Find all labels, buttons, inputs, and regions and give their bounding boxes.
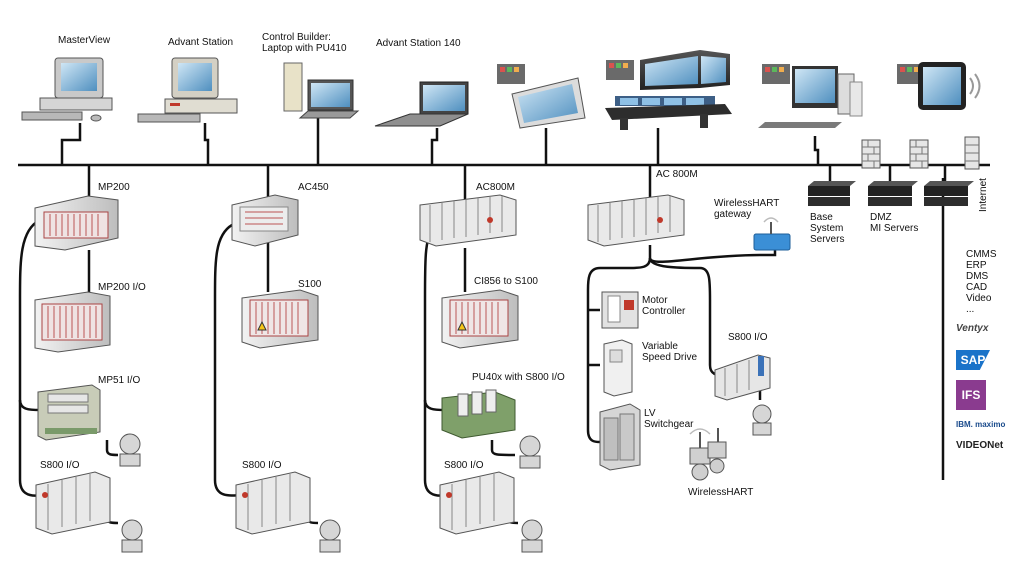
advant-station-computer-icon xyxy=(137,57,238,123)
enterprise-app-item: CMMS xyxy=(966,249,997,260)
ac800m-controller-icon xyxy=(419,194,517,247)
motor-controller-label-line2: Controller xyxy=(642,306,686,317)
ac450-label: AC450 xyxy=(298,182,329,193)
pu40x-label: PU40x with S800 I/O xyxy=(472,372,565,383)
workstation-multi-monitor-icon xyxy=(758,64,863,128)
advant-station-140-laptop-icon xyxy=(374,81,469,127)
enterprise-app-item: Video xyxy=(966,293,992,304)
ac800m-label: AC800M xyxy=(476,182,515,193)
enterprise-app-item: CAD xyxy=(966,282,988,293)
base-system-server-icon xyxy=(808,181,856,206)
ventyx-logo: Ventyx xyxy=(956,323,989,334)
s800-io-label-col4: S800 I/O xyxy=(728,332,768,343)
control-builder-label-line1: Control Builder: xyxy=(262,32,331,43)
advant-station-140-label: Advant Station 140 xyxy=(376,38,461,49)
masterview-computer-icon xyxy=(21,57,113,122)
ifs-logo: IFS xyxy=(956,380,986,410)
wirelesshart-gateway-icon xyxy=(753,217,791,251)
s100-label: S100 xyxy=(298,279,322,290)
mp51-io-label: MP51 I/O xyxy=(98,375,141,386)
s800-io-label-col3: S800 I/O xyxy=(444,460,484,471)
dmz-mi-servers-label-line2: MI Servers xyxy=(870,223,919,234)
s800-io-module-col1-icon xyxy=(35,471,111,535)
control-builder-laptop-icon xyxy=(283,62,360,119)
motor-controller-icon xyxy=(601,291,639,329)
enterprise-app-item: ERP xyxy=(966,260,987,271)
s800-io-module-col2-icon xyxy=(235,471,311,535)
mp200-io-cabinet-icon xyxy=(34,291,111,353)
s800-io-label-col2: S800 I/O xyxy=(242,460,282,471)
wirelesshart-gateway-label-line1: WirelessHART xyxy=(714,198,780,209)
ac450-cabinet-icon xyxy=(231,194,299,247)
base-system-servers-label-line3: Servers xyxy=(810,234,845,245)
control-room-desk-icon xyxy=(605,50,732,130)
wirelesshart-gateway-label: WirelessHART gateway xyxy=(714,198,779,220)
lv-switchgear-icon xyxy=(599,403,641,471)
wirelesshart-label: WirelessHART xyxy=(688,487,754,498)
enterprise-app-item: ... xyxy=(966,304,975,315)
enterprise-apps-list: CMMS ERP DMS CAD Video ... xyxy=(966,249,997,315)
wirelesshart-gateway-label-line2: gateway xyxy=(714,209,752,220)
sap-logo: SAP xyxy=(956,350,990,370)
s800-io-module-col3-icon xyxy=(439,471,515,535)
pu40x-board-icon xyxy=(441,389,516,439)
ci856-label: CI856 to S100 xyxy=(474,276,538,287)
touch-panel-icon xyxy=(497,64,586,129)
dmz-server-icon xyxy=(868,181,974,206)
internet-label: Internet xyxy=(978,178,989,212)
dmz-mi-servers-label-line1: DMZ xyxy=(870,212,892,223)
wirelesshart-transmitter-icon xyxy=(689,428,727,481)
videonet-logo: VIDEONet xyxy=(956,440,1004,451)
mp51-io-unit-icon xyxy=(37,384,101,441)
s800-io-module-col4-icon xyxy=(714,354,771,401)
base-system-servers-label-line1: Base xyxy=(810,212,833,223)
firewall-icon xyxy=(861,136,980,170)
base-system-servers-label: Base System Servers xyxy=(810,212,844,245)
field-transmitter-icon xyxy=(119,404,772,553)
mp200-cabinet-icon xyxy=(34,195,119,251)
lv-switchgear-label-line2: Switchgear xyxy=(644,419,694,430)
base-system-servers-label-line2: System xyxy=(810,223,844,234)
control-builder-label-line2: Laptop with PU410 xyxy=(262,43,347,54)
ac-800m-label: AC 800M xyxy=(656,169,698,180)
mp200-io-label: MP200 I/O xyxy=(98,282,146,293)
enterprise-app-item: DMS xyxy=(966,271,989,282)
variable-speed-drive-icon xyxy=(603,339,633,397)
lv-switchgear-label-line1: LV xyxy=(644,408,656,419)
mp200-label: MP200 xyxy=(98,182,130,193)
s100-cabinet-ci856-icon xyxy=(441,289,519,349)
variable-speed-drive-label: Variable Speed Drive xyxy=(642,341,697,363)
motor-controller-label-line1: Motor xyxy=(642,295,668,306)
control-builder-label: Control Builder: Laptop with PU410 xyxy=(262,32,347,54)
variable-speed-drive-label-line1: Variable xyxy=(642,341,678,352)
variable-speed-drive-label-line2: Speed Drive xyxy=(642,352,698,363)
s100-cabinet-icon xyxy=(241,289,319,349)
dmz-mi-servers-label: DMZ MI Servers xyxy=(870,212,918,234)
masterview-label: MasterView xyxy=(58,35,111,46)
advant-station-label: Advant Station xyxy=(168,37,234,48)
motor-controller-label: Motor Controller xyxy=(642,295,685,317)
lv-switchgear-label: LV Switchgear xyxy=(644,408,693,430)
tablet-icon xyxy=(897,62,981,110)
s800-io-label-col1: S800 I/O xyxy=(40,460,80,471)
ac-800m-controller-icon xyxy=(587,194,685,247)
ibm-maximo-logo: IBM. maximo xyxy=(956,420,1006,429)
